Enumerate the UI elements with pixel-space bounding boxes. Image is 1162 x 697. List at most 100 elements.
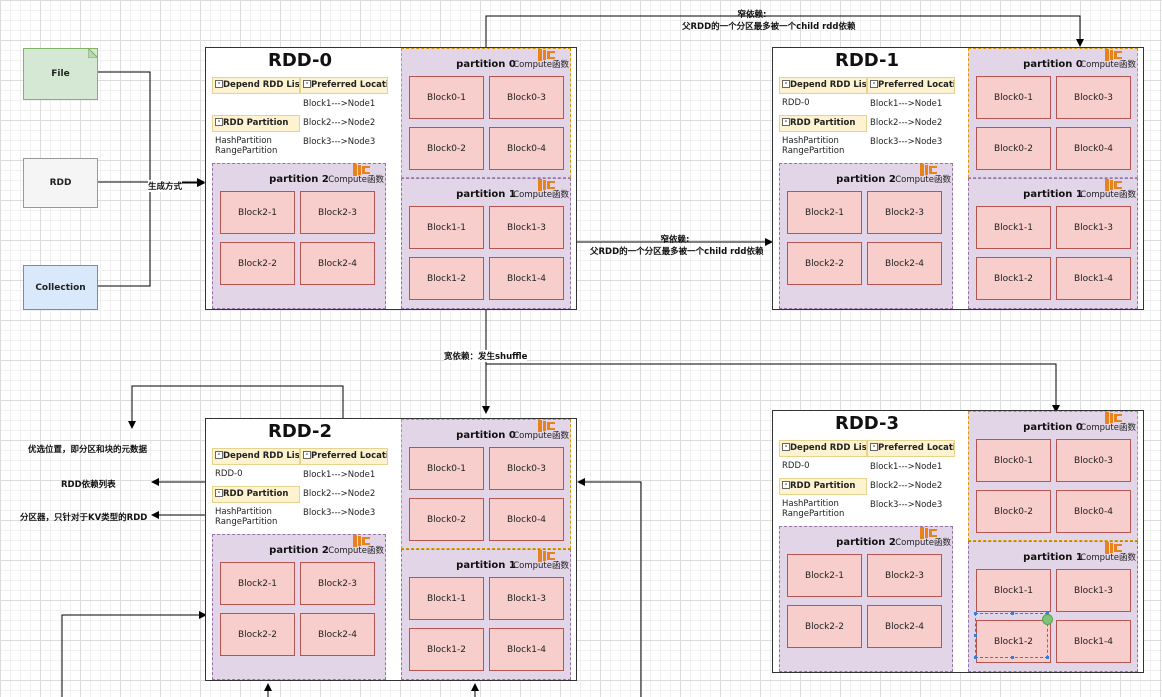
block[interactable]: Block0-1 — [976, 76, 1051, 119]
location-3: Block3--->Node3 — [303, 508, 376, 518]
block[interactable]: Block1-3 — [1056, 206, 1131, 249]
block[interactable]: Block1-3 — [1056, 569, 1131, 612]
label-wide: 宽依赖：发生shuffle — [444, 350, 528, 362]
partitioner-range: RangePartition — [782, 146, 845, 156]
block[interactable]: Block0-3 — [489, 76, 564, 119]
source-rdd-label: RDD — [49, 178, 72, 188]
partitioner-hash: HashPartition — [782, 499, 839, 509]
block[interactable]: Block1-2 — [976, 620, 1051, 663]
block[interactable]: Block1-1 — [976, 569, 1051, 612]
rdd-2[interactable]: RDD-2-Depend RDD List-Preferred Location… — [205, 418, 577, 681]
selection-box[interactable] — [974, 612, 1053, 659]
block[interactable]: Block1-2 — [409, 628, 484, 671]
source-collection[interactable]: Collection — [23, 265, 98, 310]
compute-label: Compute函数 — [513, 561, 569, 571]
aws-compute-icon — [353, 532, 370, 547]
rdd-0[interactable]: RDD-0-Depend RDD List-Preferred Location… — [205, 47, 577, 310]
block[interactable]: Block0-4 — [489, 498, 564, 541]
aws-compute-icon — [1105, 176, 1122, 191]
block[interactable]: Block0-2 — [409, 127, 484, 170]
collapse-box-icon[interactable]: - — [782, 80, 790, 88]
block[interactable]: Block2-4 — [300, 613, 375, 656]
block[interactable]: Block0-3 — [489, 447, 564, 490]
block[interactable]: Block2-3 — [867, 554, 942, 597]
block[interactable]: Block0-4 — [1056, 127, 1131, 170]
collapse-box-icon[interactable]: - — [782, 443, 790, 451]
collapse-box-icon[interactable]: - — [870, 443, 878, 451]
block[interactable]: Block1-3 — [489, 206, 564, 249]
block[interactable]: Block2-1 — [220, 562, 295, 605]
rdd-1[interactable]: RDD-1-Depend RDD List-Preferred Location… — [772, 47, 1144, 310]
block[interactable]: Block2-3 — [300, 562, 375, 605]
collapse-box-icon[interactable]: - — [215, 118, 223, 126]
collapse-box-icon[interactable]: - — [782, 118, 790, 126]
aws-compute-icon — [538, 547, 555, 562]
block[interactable]: Block2-3 — [300, 191, 375, 234]
label-narrow-mid: 窄依赖: 父RDD的一个分区最多被一个child rdd依赖 — [590, 233, 763, 257]
collapse-box-icon[interactable]: - — [215, 489, 223, 497]
block[interactable]: Block0-4 — [1056, 490, 1131, 533]
source-rdd[interactable]: RDD — [23, 158, 98, 208]
source-file[interactable]: File — [23, 48, 98, 100]
block[interactable]: Block0-3 — [1056, 76, 1131, 119]
block[interactable]: Block2-1 — [787, 554, 862, 597]
block[interactable]: Block2-4 — [300, 242, 375, 285]
block[interactable]: Block0-3 — [1056, 439, 1131, 482]
partitioner-hash: HashPartition — [215, 136, 272, 146]
block[interactable]: Block1-1 — [409, 206, 484, 249]
collapse-box-icon[interactable]: - — [215, 80, 223, 88]
block[interactable]: Block1-4 — [489, 628, 564, 671]
block[interactable]: Block2-2 — [220, 613, 295, 656]
collapse-box-icon[interactable]: - — [215, 451, 223, 459]
narrow-mid-title: 窄依赖: — [660, 235, 690, 245]
block[interactable]: Block2-2 — [787, 605, 862, 648]
block[interactable]: Block0-2 — [409, 498, 484, 541]
location-2: Block2--->Node2 — [870, 481, 943, 491]
partition-header: -RDD Partition — [212, 115, 300, 132]
block[interactable]: Block2-4 — [867, 605, 942, 648]
block[interactable]: Block0-2 — [976, 490, 1051, 533]
block[interactable]: Block1-2 — [976, 257, 1051, 300]
block[interactable]: Block1-3 — [489, 577, 564, 620]
label-narrow-top: 窄依赖: 父RDD的一个分区最多被一个child rdd依赖 — [682, 8, 855, 32]
aws-compute-icon — [538, 417, 555, 432]
block[interactable]: Block2-2 — [787, 242, 862, 285]
block[interactable]: Block2-1 — [220, 191, 295, 234]
block[interactable]: Block0-2 — [976, 127, 1051, 170]
block[interactable]: Block0-1 — [409, 447, 484, 490]
location-2: Block2--->Node2 — [870, 118, 943, 128]
block[interactable]: Block2-4 — [867, 242, 942, 285]
block[interactable]: Block0-4 — [489, 127, 564, 170]
block[interactable]: Block1-4 — [1056, 257, 1131, 300]
rdd-3[interactable]: RDD-3-Depend RDD List-Preferred Location… — [772, 410, 1144, 673]
block[interactable]: Block1-1 — [976, 206, 1051, 249]
collapse-box-icon[interactable]: - — [303, 451, 311, 459]
block[interactable]: Block1-2 — [409, 257, 484, 300]
collapse-box-icon[interactable]: - — [870, 80, 878, 88]
block[interactable]: Block1-4 — [489, 257, 564, 300]
depend-header-label: Depend RDD List — [790, 443, 867, 453]
block[interactable]: Block2-3 — [867, 191, 942, 234]
collapse-box-icon[interactable]: - — [782, 481, 790, 489]
rotate-handle-icon[interactable] — [1042, 614, 1053, 625]
block[interactable]: Block0-1 — [409, 76, 484, 119]
collapse-box-icon[interactable]: - — [303, 80, 311, 88]
block[interactable]: Block1-4 — [1056, 620, 1131, 663]
block[interactable]: Block0-1 — [976, 439, 1051, 482]
preferred-header: -Preferred Locations — [300, 448, 388, 465]
block[interactable]: Block1-1 — [409, 577, 484, 620]
block[interactable]: Block2-1 — [787, 191, 862, 234]
block[interactable]: Block2-2 — [220, 242, 295, 285]
